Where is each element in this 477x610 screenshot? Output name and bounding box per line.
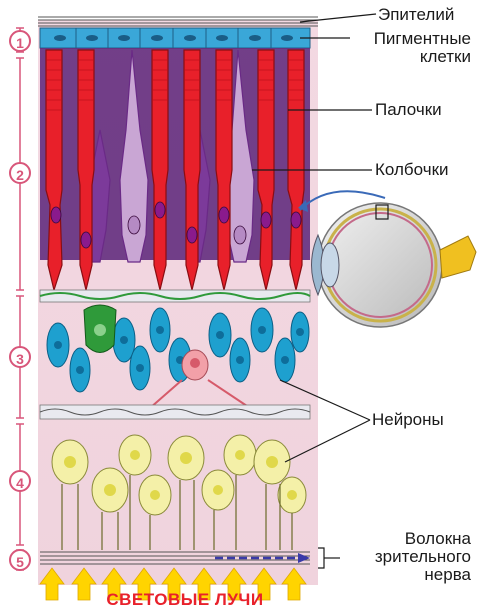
label-fibers-line2: зрительного bbox=[375, 548, 471, 566]
layer-number-3: 3 bbox=[9, 346, 31, 368]
label-fibers-line1: Волокна bbox=[405, 530, 471, 548]
label-cones: Колбочки bbox=[375, 161, 449, 179]
pigment-cells bbox=[40, 28, 310, 48]
layer-number-4: 4 bbox=[9, 470, 31, 492]
label-pigment-cells-line1: Пигментные bbox=[374, 30, 471, 48]
eye-illustration-icon bbox=[298, 191, 476, 327]
horizontal-cell bbox=[84, 305, 116, 353]
label-fibers-line3: нерва bbox=[424, 566, 471, 584]
layer-number-5: 5 bbox=[9, 549, 31, 571]
layer-number-1: 1 bbox=[9, 30, 31, 52]
label-neurons: Нейроны bbox=[372, 411, 444, 429]
outer-plexiform-layer bbox=[40, 290, 310, 302]
inner-plexiform-layer bbox=[40, 405, 310, 419]
light-rays-title: СВЕТОВЫЕ ЛУЧИ bbox=[60, 590, 310, 610]
layer-number-2: 2 bbox=[9, 162, 31, 184]
label-epithelium: Эпителий bbox=[378, 6, 454, 24]
label-rods: Палочки bbox=[375, 101, 442, 119]
label-pigment-cells-line2: клетки bbox=[420, 48, 471, 66]
